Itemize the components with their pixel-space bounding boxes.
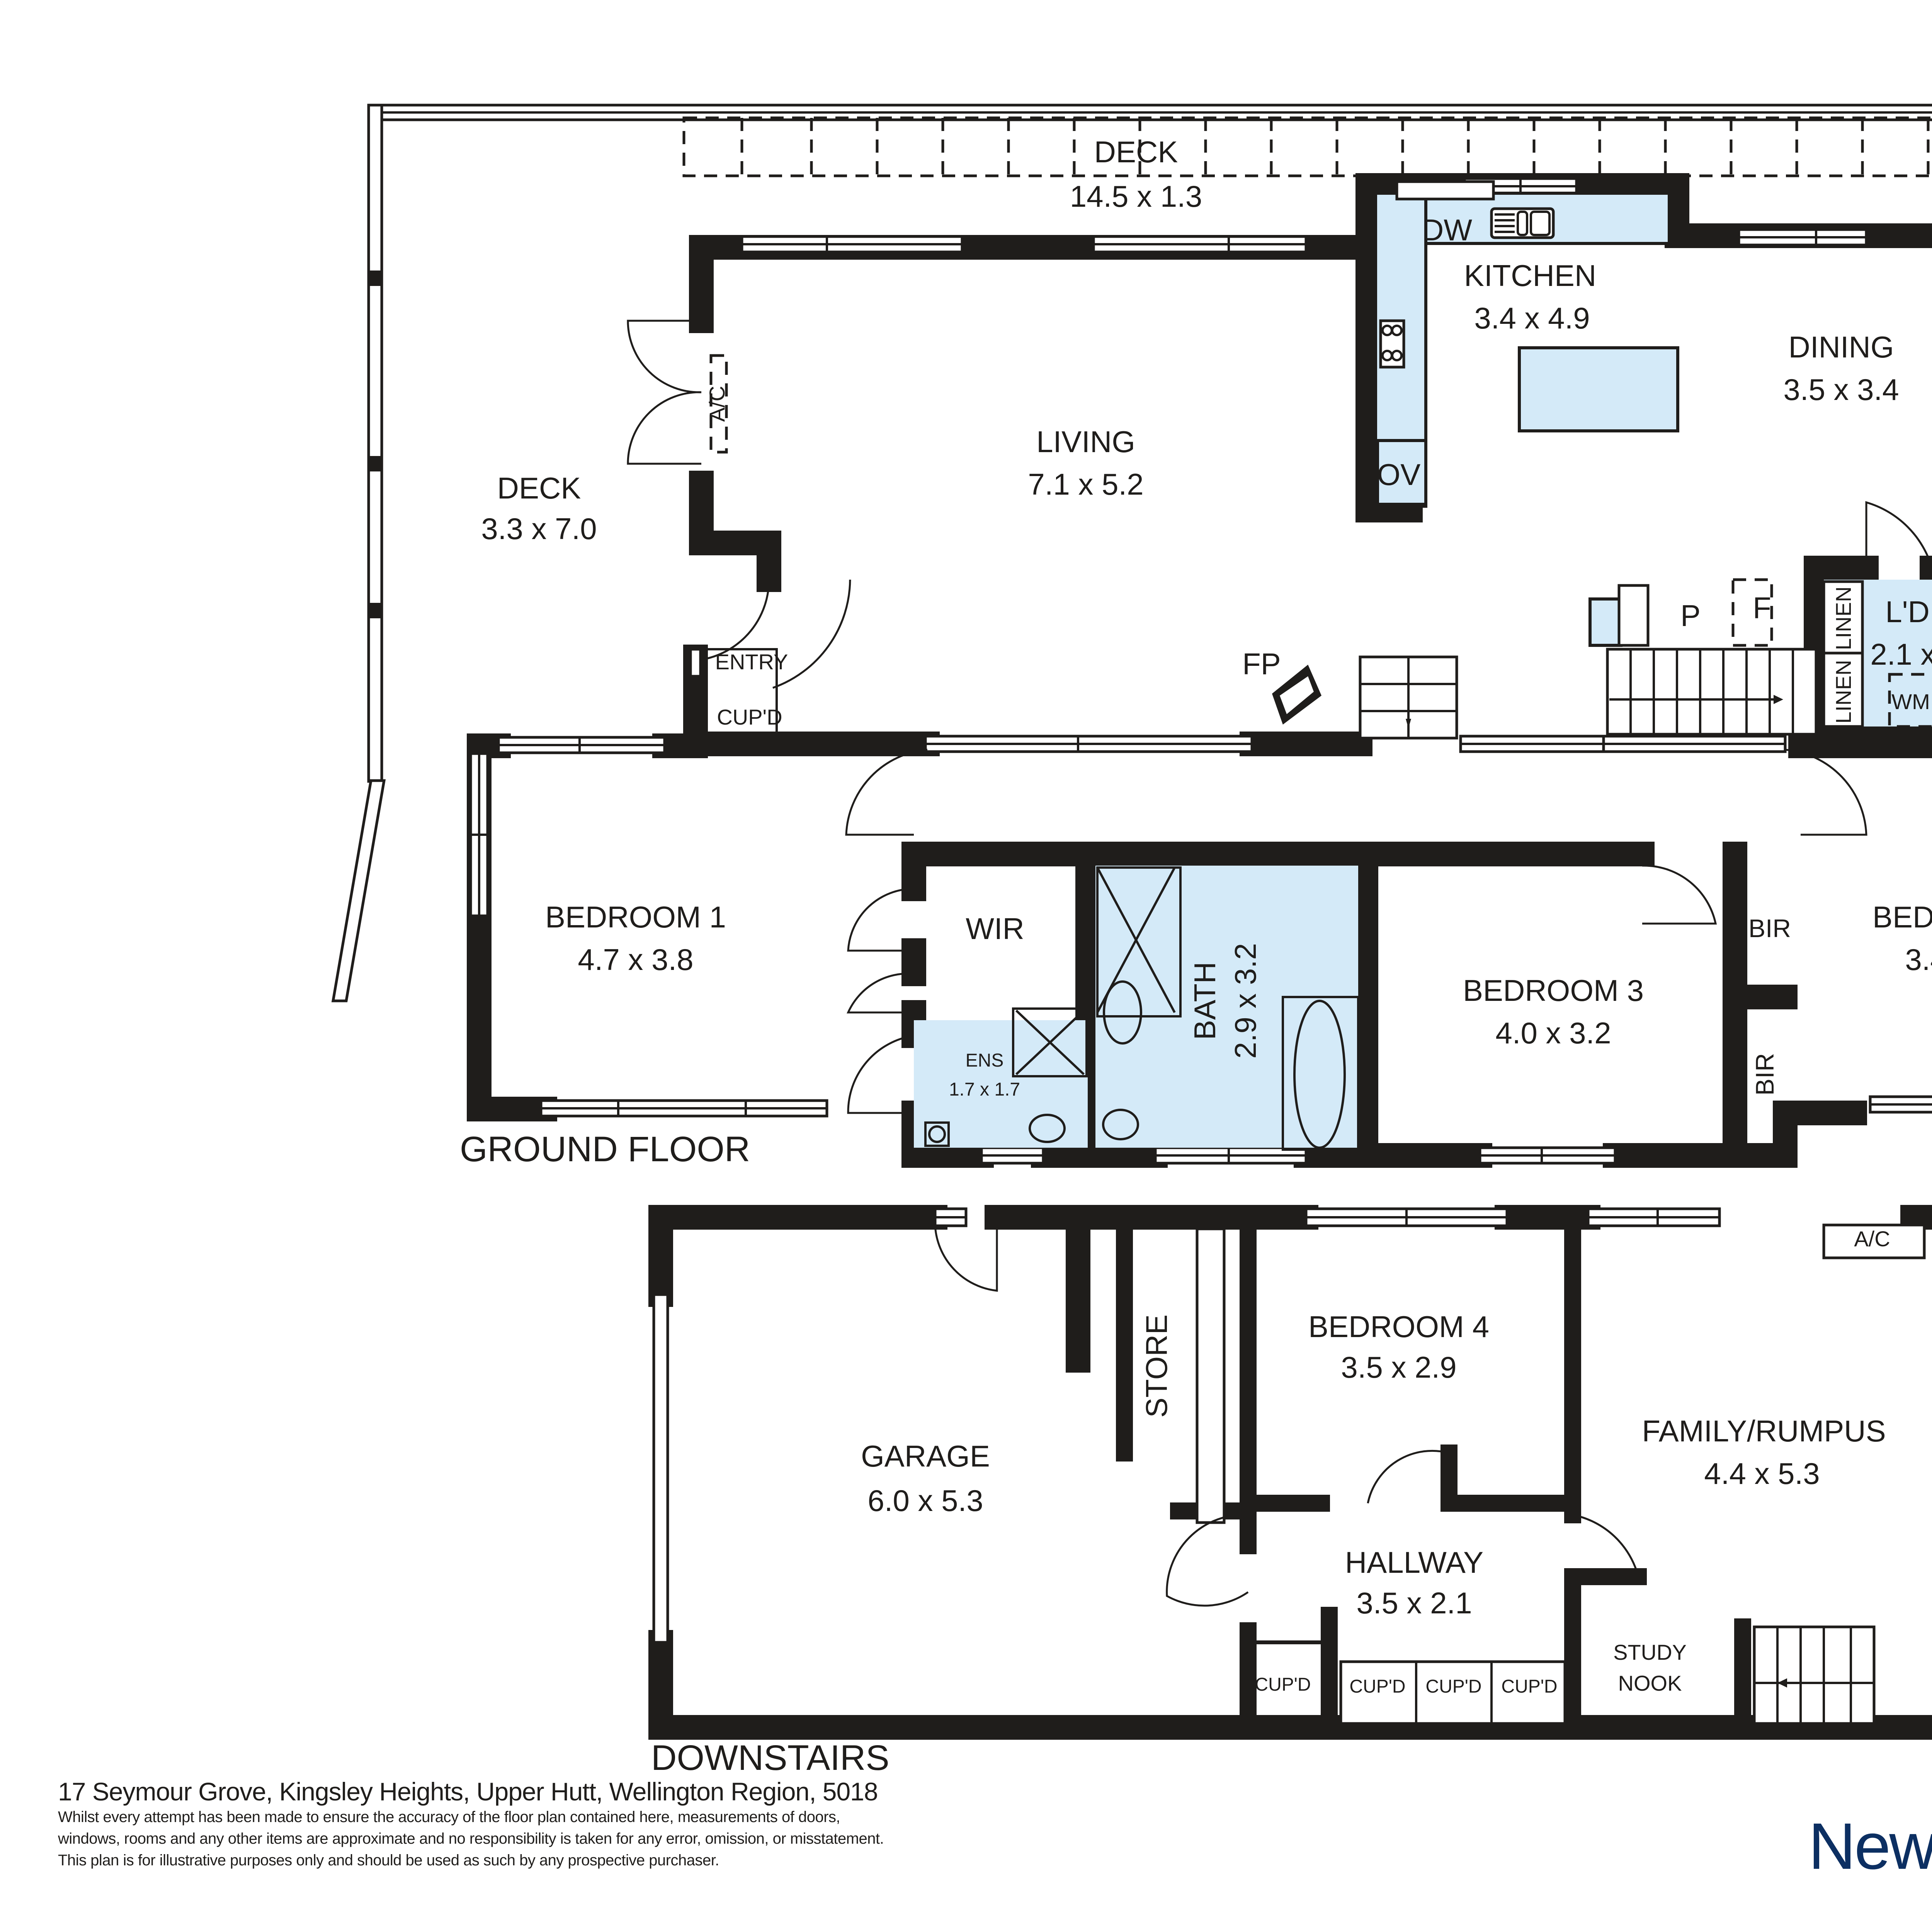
family-size: 4.4 x 5.3 [1704,1456,1820,1490]
pantry-label: P [1680,599,1701,633]
downstairs-walls [648,1205,1932,1740]
hallway-label: HALLWAY [1345,1545,1483,1579]
fp-label: FP [1242,647,1281,681]
cupd4-label: CUP'D [1501,1676,1557,1697]
property-address: 17 Seymour Grove, Kingsley Heights, Uppe… [58,1777,878,1806]
study-label-2: NOOK [1618,1671,1682,1695]
bir2-label: BIR [1750,1053,1779,1096]
kitchen-benches [1374,180,1679,508]
ensuite-size: 1.7 x 1.7 [949,1079,1020,1100]
disclaimer-line-1: Whilst every attempt has been made to en… [58,1809,840,1826]
entry-label: ENTRY [715,650,788,674]
deck-top-label: DECK [1094,135,1178,169]
ground-stairs [1359,648,1818,740]
bedroom4-label: BEDROOM 4 [1308,1310,1489,1344]
toilet-icon [1102,1109,1139,1140]
bedroom1-label: BEDROOM 1 [545,900,726,934]
living-size: 7.1 x 5.2 [1028,467,1143,501]
top-deck-railing [372,104,1932,121]
laundry-size: 2.1 x 1.7 [1870,637,1932,671]
ensuite-label: ENS [966,1050,1004,1071]
wir-label: WIR [966,912,1024,946]
ground-floor [331,104,1932,1168]
downstairs-doors [934,1225,1639,1607]
deck-top-size: 14.5 x 1.3 [1070,179,1202,213]
bedroom2-size: 3.4 x 3.8 [1905,943,1932,977]
downstairs-title: DOWNSTAIRS [651,1738,889,1778]
disclaimer-line-2: windows, rooms and any other items are a… [58,1830,884,1847]
bir1-label: BIR [1748,914,1791,943]
linen1-label: LINEN [1831,587,1855,650]
garage-size: 6.0 x 5.3 [867,1484,983,1518]
footer: 17 Seymour Grove, Kingsley Heights, Uppe… [58,1777,1179,1871]
left-deck-railing [331,104,386,1002]
deck-left-size: 3.3 x 7.0 [481,512,597,546]
top-deck-boards [682,116,1932,177]
downstairs [648,1205,1932,1740]
ground-floor-doors [627,320,1932,1114]
wm-label: WM [1891,689,1930,714]
laundry-area [1588,578,1932,728]
sothebys-logo: New Zealand Sotheby's INTERNATIONAL REAL… [1808,1778,1932,1917]
cupd-label: CUP'D [717,705,782,729]
ov-label: OV [1377,458,1421,492]
kitchen-island [1518,346,1679,432]
ground-floor-labels: DECK 14.5 x 1.3 DECK 3.3 x 7.0 KITCHEN 3… [460,135,1932,1169]
dining-size: 3.5 x 3.4 [1783,373,1899,407]
downstairs-windows [652,1207,1721,1644]
bedroom1-size: 4.7 x 3.8 [578,943,693,977]
cupd2-label: CUP'D [1349,1676,1405,1697]
linen2-label: LINEN [1831,660,1855,724]
fridge-label: F [1753,591,1771,625]
ground-floor-windows [469,177,1932,1165]
basin-icon [1103,980,1142,1045]
study-label: STUDY [1613,1640,1687,1664]
oven-box [1376,439,1427,506]
ac-downstairs-label: A/C [1854,1227,1890,1251]
shower-icon [1096,866,1182,1017]
bath-label: BATH [1188,962,1222,1040]
hallway-size: 3.5 x 2.1 [1356,1586,1472,1620]
laundry-label: L'DRY [1885,595,1932,629]
sink-icon [1490,207,1555,239]
bath-size: 2.9 x 3.2 [1228,943,1262,1058]
logo-region: New Zealand [1808,1810,1932,1883]
bedroom3-size: 4.0 x 3.2 [1495,1016,1611,1050]
family-label: FAMILY/RUMPUS [1642,1414,1886,1448]
bedroom3-label: BEDROOM 3 [1463,973,1644,1007]
kitchen-label: KITCHEN [1464,259,1596,293]
bathtub-icon [1293,1000,1346,1149]
cupd3-label: CUP'D [1425,1676,1481,1697]
bedroom2-label: BEDROOM 2 [1872,900,1932,934]
bathroom-area [914,866,1359,1151]
bedroom4-size: 3.5 x 2.9 [1341,1350,1456,1384]
store-shelf [1196,1227,1226,1524]
living-label: LIVING [1036,425,1135,459]
downstairs-labels: GARAGE 6.0 x 5.3 STORE BEDROOM 4 3.5 x 2… [651,1227,1890,1778]
kitchen-size: 3.4 x 4.9 [1474,301,1590,335]
ground-floor-title: GROUND FLOOR [460,1130,750,1169]
dw-label: DW [1422,213,1472,247]
deck-left-label: DECK [497,471,581,505]
garage-label: GARAGE [861,1439,990,1473]
cupd1-label: CUP'D [1255,1674,1311,1695]
store-label: STORE [1139,1314,1173,1417]
disclaimer-line-3: This plan is for illustrative purposes o… [58,1852,719,1869]
dining-label: DINING [1789,330,1894,364]
ac-living-label: A/C [705,386,729,422]
